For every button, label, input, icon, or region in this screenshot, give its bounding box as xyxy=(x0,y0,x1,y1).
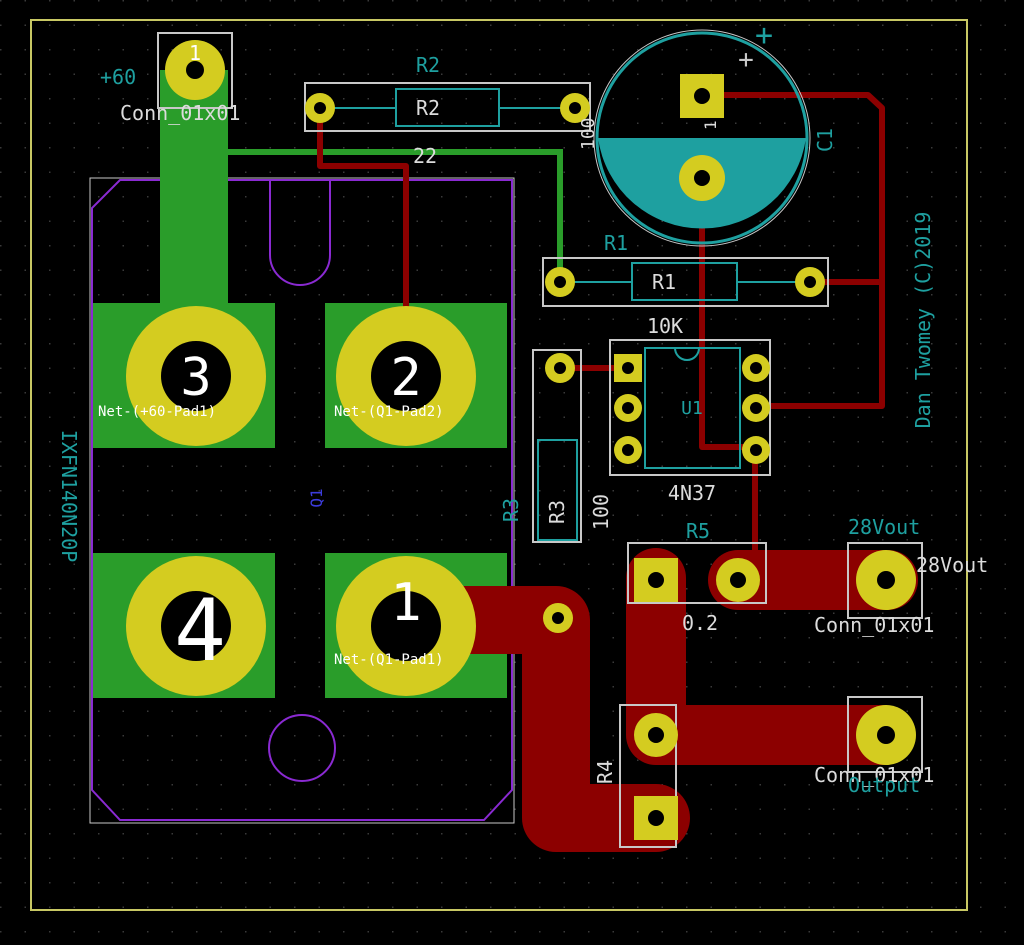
q1-ref: Q1 xyxy=(307,488,326,507)
silkscreen-outlines xyxy=(157,32,923,848)
pad-c1-2[interactable] xyxy=(679,155,725,201)
r3-ref: R3 xyxy=(499,498,523,522)
net-label-pad2: Net-(Q1-Pad2) xyxy=(334,404,444,420)
net-label-pad1: Net-(Q1-Pad1) xyxy=(334,652,444,668)
r4-ref: R4 xyxy=(593,760,617,784)
pad-u1-2[interactable] xyxy=(614,394,642,422)
pad-r1-1[interactable] xyxy=(545,267,575,297)
q1-footprint[interactable] xyxy=(89,177,515,824)
pad-u1-5[interactable] xyxy=(742,394,770,422)
pad-u1-6[interactable] xyxy=(742,354,770,382)
pad-p60[interactable] xyxy=(165,40,225,100)
pads xyxy=(126,40,916,840)
c1-body-outline xyxy=(595,31,809,245)
net-labels: Net-(+60-Pad1) Net-(Q1-Pad2) Net-(Q1-Pad… xyxy=(98,404,444,668)
net-label-pad3: Net-(+60-Pad1) xyxy=(98,404,216,420)
pad-num-p60: 1 xyxy=(189,41,201,65)
pad-num-q1-1: 1 xyxy=(390,573,421,633)
u1-value: 4N37 xyxy=(668,481,716,505)
conn-28-net: 28Vout xyxy=(916,553,988,577)
pad-q1-1[interactable] xyxy=(336,556,476,696)
r2-value: 22 xyxy=(413,144,437,168)
u1-ref: U1 xyxy=(681,398,703,419)
conn-28-value: Conn_01x01 xyxy=(814,613,934,637)
conn-28-ref: 28Vout xyxy=(848,515,920,539)
conn-p60-ref: +60 xyxy=(100,65,136,89)
r5-value: 0.2 xyxy=(682,611,718,635)
pad-r5-2[interactable] xyxy=(716,558,760,602)
c1-body-fab xyxy=(593,29,811,247)
silkscreen-text: R2 R2 22 100 R1 R1 10K C1 1 U1 4N37 R3 R… xyxy=(57,53,988,797)
r1-ref: R1 xyxy=(604,231,628,255)
c1-ref: C1 xyxy=(813,128,837,152)
pad-num-q1-2: 2 xyxy=(390,348,421,408)
q1-courtyard xyxy=(91,179,513,821)
conn-p60-value: Conn_01x01 xyxy=(120,101,240,125)
pad-u1-3[interactable] xyxy=(614,436,642,464)
pad-r4-2[interactable] xyxy=(634,713,678,757)
r2-side-label: 100 xyxy=(578,117,599,150)
pad-28vout[interactable] xyxy=(856,550,916,610)
pad-r4-1[interactable] xyxy=(634,796,678,840)
c1-plus-marker: + xyxy=(755,18,773,53)
pad-num-q1-4: 4 xyxy=(174,581,226,681)
pad-q1-2[interactable] xyxy=(336,306,476,446)
pad-r1-2[interactable] xyxy=(795,267,825,297)
pad-q1-4[interactable] xyxy=(126,556,266,696)
r2-ref: R2 xyxy=(416,53,440,77)
r3-value: 100 xyxy=(589,494,613,530)
pad-r3-2[interactable] xyxy=(543,603,573,633)
pad-r2-2[interactable] xyxy=(560,93,590,123)
c1-pin1-label: 1 xyxy=(701,120,720,130)
pad-num-q1-3: 3 xyxy=(180,348,211,408)
q1-mounting-hole xyxy=(268,714,336,782)
board-edge-cuts xyxy=(30,19,968,911)
pad-c1-1[interactable] xyxy=(680,74,724,118)
pad-u1-4[interactable] xyxy=(742,436,770,464)
r3-body-label: R3 xyxy=(545,500,569,524)
pad-output[interactable] xyxy=(856,705,916,765)
r5-ref: R5 xyxy=(686,519,710,543)
pad-numbers: 3 2 4 1 1 xyxy=(174,41,422,681)
pad-r3-1[interactable] xyxy=(545,353,575,383)
conn-out-ref: Output xyxy=(848,773,920,797)
q1-value: IXFN140N20P xyxy=(57,430,81,562)
r1-value: 10K xyxy=(647,314,683,338)
pad-r2-1[interactable] xyxy=(305,93,335,123)
pad-q1-3[interactable] xyxy=(126,306,266,446)
r1-body-label: R1 xyxy=(652,270,676,294)
q1-fab-outline xyxy=(89,177,515,824)
pad-r5-1[interactable] xyxy=(634,558,678,602)
q1-mounting-slot xyxy=(269,180,331,286)
r2-body-label: R2 xyxy=(416,96,440,120)
author-credit: Dan Twomey (C)2019 xyxy=(911,212,935,429)
conn-out-value: Conn_01x01 xyxy=(814,763,934,787)
pad-u1-1[interactable] xyxy=(614,354,642,382)
c1-plus-marker-2: + xyxy=(738,45,754,75)
